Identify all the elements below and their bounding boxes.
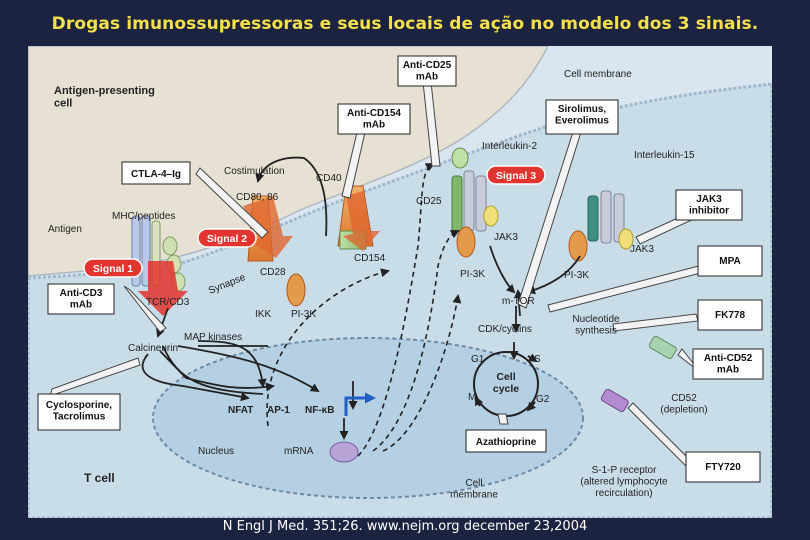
interleukin2-label: Interleukin-2 [482, 141, 537, 152]
s1p-receptor [600, 388, 629, 412]
sirolimus-label: Sirolimus,Everolimus [555, 104, 609, 127]
ap1-label: AP-1 [267, 405, 290, 416]
map-kinases-label: MAP kinases [184, 332, 242, 343]
nucleus [152, 337, 584, 499]
cd52-protein [648, 335, 677, 359]
cd154-label: CD154 [354, 253, 386, 264]
mhc-label: MHC/peptides [112, 211, 175, 222]
signal3-arrow [343, 191, 380, 251]
pathway-arrows [141, 156, 581, 440]
signal-badges [83, 165, 546, 278]
pi3k-3-label: PI-3K [564, 270, 589, 281]
mtor-label: m-TOR [502, 296, 535, 307]
ikk-label: IKK [255, 309, 271, 320]
cyclosporine-label: Cyclosporine,Tacrolimus [46, 400, 112, 423]
nfat-label: NFAT [228, 405, 253, 416]
costimulation-label: Costimulation [224, 166, 285, 177]
tcr-cd3-label: TCR/CD3 [146, 297, 190, 308]
azathioprine-label: Azathioprine [476, 437, 537, 448]
cd25-label: CD25 [416, 196, 442, 207]
drug-pointers [49, 81, 721, 467]
antigen-label: Antigen [48, 224, 82, 235]
tcell-label: T cell [84, 471, 115, 485]
mrna-blob [329, 441, 359, 463]
mrna-label: mRNA [284, 446, 314, 457]
nfkb-label: NF-κB [305, 405, 334, 416]
cd28-label: CD28 [260, 267, 286, 278]
jak3-1-label: JAK3 [494, 232, 518, 243]
fk778-label: FK778 [715, 310, 745, 321]
calcineurin-label: Calcineurin [128, 343, 178, 354]
signal3-badge: Signal 3 [496, 170, 536, 182]
cell-membrane-top-label: Cell membrane [564, 69, 632, 80]
mpa-label: MPA [719, 256, 740, 267]
g1-label: G1 [471, 354, 485, 365]
citation: N Engl J Med. 351;26. www.nejm.org decem… [222, 519, 588, 534]
slide-title: Drogas imunossupressoras e seus locais d… [51, 14, 759, 34]
cd52-label: CD52(depletion) [660, 393, 707, 416]
immunosuppression-diagram: Signal 1 Signal 2 Signal 3 Anti-CD25mAb … [28, 46, 772, 518]
nucleus-label: Nucleus [198, 446, 234, 457]
m-label: M [468, 392, 476, 403]
pi3k-2-label: PI-3K [460, 269, 485, 280]
signal1-arrow [138, 261, 188, 316]
g2-label: G2 [536, 394, 550, 405]
dashed-arrows [266, 163, 462, 457]
cd40-label: CD40 [316, 173, 342, 184]
jak3-2-label: JAK3 [630, 244, 654, 255]
interleukin15-label: Interleukin-15 [634, 150, 695, 161]
il15-receptor [568, 190, 634, 262]
transcription-arrow [344, 392, 376, 416]
drug-boxes [37, 55, 764, 483]
s-label: S [534, 354, 541, 365]
cd80-86-label: CD80, 86 [236, 192, 279, 203]
signal2-badge: Signal 2 [207, 233, 247, 245]
il2-receptor [451, 147, 499, 258]
fty720-label: FTY720 [705, 462, 741, 473]
ctla4-label: CTLA-4–Ig [131, 169, 181, 180]
signal1-badge: Signal 1 [93, 263, 133, 275]
cdk-label: CDK/cyclins [478, 324, 532, 335]
pi3k-1-label: PI-3K [291, 309, 316, 320]
